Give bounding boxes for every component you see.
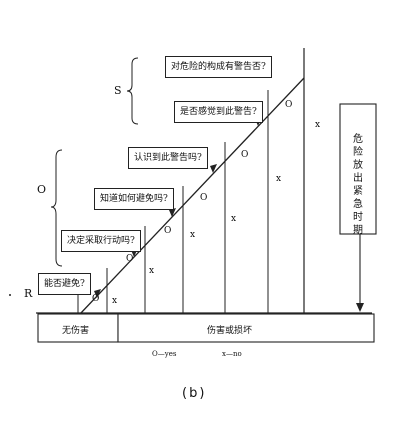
arrowhead-3 (169, 208, 176, 217)
danger-release-label: 危险放出紧急时期 (353, 134, 363, 236)
legend-yes: O—yes (152, 350, 177, 358)
brace-s (126, 57, 139, 125)
question-know-avoid: 知道如何避免吗? (94, 188, 174, 210)
group-r-label: R (24, 287, 33, 300)
group-s-label: S (114, 84, 122, 97)
no-mark-3: x (231, 214, 237, 224)
danger-box (339, 103, 377, 235)
no-mark-2: x (276, 174, 282, 184)
question-warning: 对危险的构成有警告否? (165, 56, 272, 78)
yes-mark-4: O (164, 226, 172, 236)
no-harm-label: 无伤害 (62, 326, 90, 336)
brace-o (50, 149, 63, 267)
yes-mark-6: O (92, 294, 100, 304)
yes-path-line (79, 77, 305, 315)
dot-mark (9, 294, 11, 296)
question-decide-act: 决定采取行动吗? (61, 230, 141, 252)
question-perceive: 是否感觉到此警告? (174, 101, 263, 123)
arrowhead-2 (210, 164, 217, 173)
no-mark-6: x (112, 296, 118, 306)
question-can-avoid: 能否避免? (38, 273, 91, 295)
figure-caption: (b) (182, 386, 207, 401)
harm-box (117, 313, 375, 343)
legend-no: x—no (222, 350, 242, 358)
yes-mark-1: O (285, 100, 293, 110)
yes-mark-3: O (200, 193, 208, 203)
yes-mark-2: O (241, 150, 249, 160)
arrowhead-5 (94, 289, 101, 298)
no-mark-1: x (315, 120, 321, 130)
question-recognize: 认识到此警告吗? (128, 147, 208, 169)
no-mark-5: x (149, 266, 155, 276)
harm-label: 伤害或损坏 (207, 326, 253, 336)
no-mark-4: x (190, 230, 196, 240)
danger-arrowhead (356, 303, 364, 312)
yes-mark-5: O (126, 254, 134, 264)
no-harm-box (37, 313, 119, 343)
group-o-label: O (37, 183, 47, 196)
